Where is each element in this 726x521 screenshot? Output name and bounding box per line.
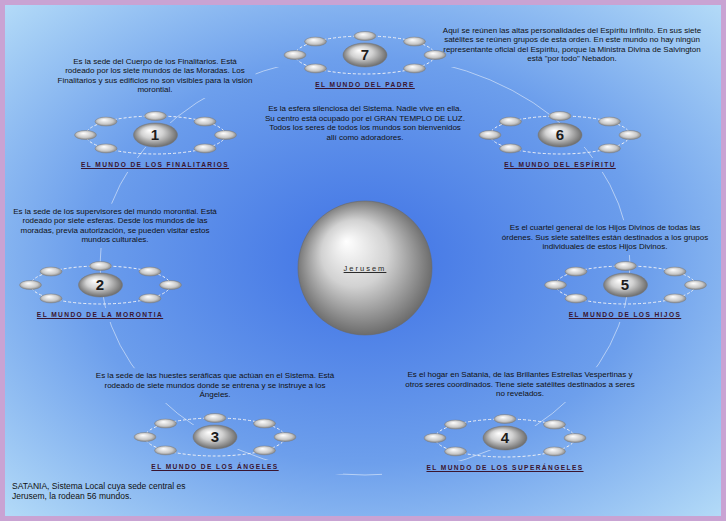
world-name: EL MUNDO DE LOS HIJOS [518,311,726,319]
satellite [144,112,166,121]
satellite [564,434,586,443]
world-number: 4 [385,429,625,447]
world-group: Es la sede del Cuerpo de los Finalitario… [58,57,253,169]
satellite [549,112,571,121]
satellite [89,262,111,271]
system-note: SATANIA, Sistema Local cuya sede central… [12,481,202,501]
sphere-area: 2 [0,260,203,310]
satellite [159,281,181,290]
world-description: Es la esfera silenciosa del Sistema. Nad… [265,104,465,142]
satellite [424,51,446,60]
world-number: 1 [58,126,253,144]
central-sphere: Jerusem [297,200,433,336]
satellite [274,433,296,442]
satellite [543,420,565,429]
satellite [305,64,327,73]
world-number: 3 [90,428,340,446]
world-group: Es el cuartel general de los Hijos Divin… [518,223,726,319]
satellite [19,281,41,290]
satellite [500,144,522,153]
satellite [598,144,620,153]
world-number: 5 [518,276,726,294]
satellite [284,51,306,60]
satellite [565,294,587,303]
world-number: 7 [265,46,465,64]
satellite [445,420,467,429]
world-number: 2 [0,276,203,294]
world-name: EL MUNDO DEL PADRE [265,81,465,89]
world-group: 7 EL MUNDO DEL PADRE Es la esfera silencio… [265,30,465,142]
satellite [403,64,425,73]
world-group: Aquí se reúnen las altas personalidades … [429,26,691,169]
satellite [74,131,96,140]
world-name: EL MUNDO DE LOS SUPERÁNGELES [385,464,625,472]
world-description: Es la sede de las huestes seráficas que … [90,371,340,400]
satellite [565,267,587,276]
satellite [95,117,117,126]
system-ring [100,55,630,475]
sphere-area: 6 [429,110,691,160]
sphere-area: 1 [58,110,253,160]
world-group: Es el hogar en Satania, de las Brillante… [385,370,625,472]
satellite [445,447,467,456]
sphere-area: 5 [518,260,726,310]
satellite [663,294,685,303]
world-group: Es la sede de los supervisores del mundo… [0,207,203,319]
sphere-area: 4 [385,413,625,463]
satellite [424,434,446,443]
satellite [155,446,177,455]
satellite [684,281,706,290]
sphere-area: 3 [90,412,340,462]
satellite [204,414,226,423]
satellite [193,144,215,153]
world-name: EL MUNDO DE LOS FINALITARIOS [58,161,253,169]
satellite [138,267,160,276]
satellite [193,117,215,126]
world-number: 6 [429,126,691,144]
satellite [138,294,160,303]
satellite [253,446,275,455]
satellite [598,117,620,126]
jerusem-globe [298,201,432,335]
satellite [619,131,641,140]
sphere-area: 7 [265,30,465,80]
sky-ground [5,5,721,516]
world-group: Es la sede de las huestes seráficas que … [90,371,340,471]
satellite [543,447,565,456]
satellite [305,37,327,46]
center-name: Jerusem [344,264,387,273]
satellite [214,131,236,140]
satellite [40,267,62,276]
satellite [134,433,156,442]
satellite [40,294,62,303]
world-description: Es el cuartel general de los Hijos Divin… [498,223,713,252]
world-name: EL MUNDO DEL ESPÍRITU [429,161,691,169]
satellite [155,419,177,428]
satellite [663,267,685,276]
world-description: Es el hogar en Satania, de las Brillante… [400,370,640,399]
world-name: EL MUNDO DE LOS ÁNGELES [90,463,340,471]
world-name: EL MUNDO DE LA MORONTIA [0,311,203,319]
world-description: Es la sede del Cuerpo de los Finalitario… [58,57,253,95]
satellite [544,281,566,290]
satellite [479,131,501,140]
satellite [494,415,516,424]
satellite [253,419,275,428]
satellite [403,37,425,46]
satellite [354,32,376,41]
satellite [614,262,636,271]
satellite [500,117,522,126]
world-description: Aquí se reúnen las altas personalidades … [441,26,703,64]
satellite [95,144,117,153]
world-description: Es la sede de los supervisores del mundo… [13,207,218,245]
